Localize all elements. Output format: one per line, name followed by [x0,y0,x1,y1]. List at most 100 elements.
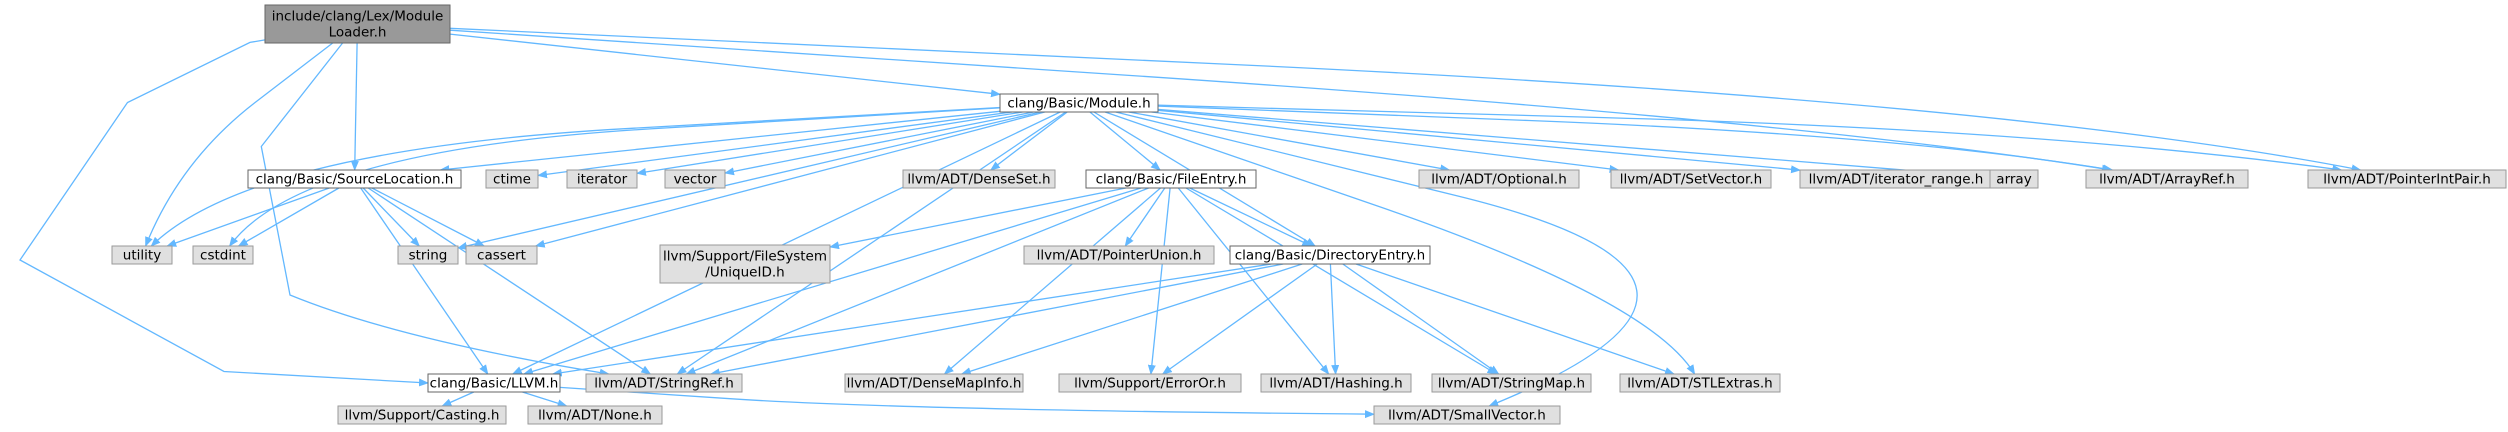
node-label: llvm/ADT/iterator_range.h [1809,172,1984,188]
edge-direntry-to-hashing [1329,263,1340,375]
node-string: string [397,245,459,265]
node-utility: utility [111,245,173,265]
edge-root-to-utility [144,42,334,247]
node-label: llvm/ADT/StringMap.h [1438,376,1585,392]
node-box [1058,373,1242,393]
node-label: clang/Basic/FileEntry.h [1096,172,1247,188]
edge-module-to-iterrange [1157,109,1801,174]
node-stlextras: llvm/ADT/STLExtras.h [1619,373,1781,393]
edge-root-to-ptrintpair [449,27,2362,173]
node-label: llvm/ADT/STLExtras.h [1627,376,1772,392]
node-label: llvm/ADT/Optional.h [1431,172,1567,188]
node-ctime: ctime [485,169,539,189]
edge-llvmh-to-none [522,391,568,408]
node-box [1229,245,1431,265]
node-label: llvm/Support/Casting.h [345,408,500,424]
node-label: iterator [577,172,628,188]
node-box [1989,169,2039,189]
node-label: llvm/Support/ErrorOr.h [1074,376,1226,392]
node-llvmh[interactable]: clang/Basic/LLVM.h [427,373,561,393]
edge-sourceloc-to-llvmh [360,187,489,375]
edge-module-to-vector [724,111,1034,176]
edge-module-to-llvmh [511,111,1061,375]
node-box [2085,169,2249,189]
edge-direntry-to-densemapinfo [960,263,1303,376]
node-stringref: llvm/ADT/StringRef.h [585,373,743,393]
edge-module-to-optional [1128,111,1451,173]
edge-direntry-to-stringref [709,263,1284,377]
node-box [1610,169,1772,189]
node-label: llvm/ADT/SmallVector.h [1388,408,1546,424]
edge-sourceloc-to-cassert [371,187,485,247]
edge-direntry-to-stringmap [1342,263,1500,375]
edge-module-to-stringref [676,111,1067,375]
node-label: Loader.h [329,25,387,41]
edge-module-to-array [1157,108,1991,181]
node-box [844,373,1024,393]
edge-llvmh-to-casting [441,391,475,407]
node-smallvector: llvm/ADT/SmallVector.h [1373,405,1561,425]
node-box [902,169,1056,189]
node-label: llvm/ADT/None.h [538,408,652,424]
node-label: llvm/ADT/SetVector.h [1620,172,1762,188]
node-label: cassert [477,248,526,264]
edge-module-to-fileentry [1089,111,1161,171]
node-box [664,169,726,189]
node-box [1085,169,1257,189]
edge-direntry-to-erroror [1161,263,1318,375]
node-label: llvm/Support/FileSystem [663,249,827,265]
node-densemapinfo: llvm/ADT/DenseMapInfo.h [844,373,1024,393]
edge-module-to-arrayref [1157,105,2114,173]
node-erroror: llvm/Support/ErrorOr.h [1058,373,1242,393]
node-box [2307,169,2507,189]
node-denseset: llvm/ADT/DenseSet.h [902,169,1056,189]
node-label: string [409,248,448,264]
node-arrayref: llvm/ADT/ArrayRef.h [2085,169,2249,189]
node-iterrange: llvm/ADT/iterator_range.h [1799,169,1993,189]
node-label: clang/Basic/DirectoryEntry.h [1235,248,1425,264]
node-stringmap: llvm/ADT/StringMap.h [1431,373,1592,393]
edge-sourceloc-to-utility [166,187,330,247]
node-direntry[interactable]: clang/Basic/DirectoryEntry.h [1229,245,1431,265]
node-cassert: cassert [465,245,538,265]
edge-direntry-to-llvmh [551,263,1272,377]
node-box [247,169,462,189]
node-label: llvm/ADT/Hashing.h [1269,376,1402,392]
node-sourceloc[interactable]: clang/Basic/SourceLocation.h [247,169,462,189]
node-ptrunion: llvm/ADT/PointerUnion.h [1023,245,1215,265]
edge-fileentry-to-stringmap [1185,187,1498,375]
node-box [397,245,459,265]
node-box [1619,373,1781,393]
node-array: array [1989,169,2039,189]
node-box [566,169,638,189]
node-label: vector [674,172,717,188]
node-vector: vector [664,169,726,189]
node-label: clang/Basic/LLVM.h [430,376,559,392]
node-box [1373,405,1561,425]
edge-module-to-smallvector [1115,111,1638,407]
edge-fileentry-to-uniqueid [829,187,1127,250]
node-label: llvm/ADT/StringRef.h [594,376,734,392]
node-casting: llvm/Support/Casting.h [337,405,507,425]
node-label: include/clang/Lex/Module [272,9,444,25]
node-box [264,4,451,44]
edge-fileentry-to-densemapinfo [943,187,1161,375]
edge-root-to-arrayref [449,29,2112,173]
edge-module-to-iterator [636,111,1023,176]
node-label: clang/Basic/SourceLocation.h [256,172,454,188]
edge-root-to-stringref [260,42,610,377]
node-module[interactable]: clang/Basic/Module.h [999,93,1159,113]
edge-root-to-sourceloc [350,42,359,171]
node-label: utility [123,248,161,264]
node-label: llvm/ADT/PointerIntPair.h [2323,172,2491,188]
node-setvector: llvm/ADT/SetVector.h [1610,169,1772,189]
node-ptrintpair: llvm/ADT/PointerIntPair.h [2307,169,2507,189]
node-fileentry[interactable]: clang/Basic/FileEntry.h [1085,169,1257,189]
edge-module-to-stlextras [1104,111,1696,375]
node-label: llvm/ADT/ArrayRef.h [2099,172,2235,188]
node-box [585,373,743,393]
edge-fileentry-to-direntry [1189,187,1313,247]
node-none: llvm/ADT/None.h [527,405,663,425]
edge-fileentry-to-llvmh [522,187,1142,376]
